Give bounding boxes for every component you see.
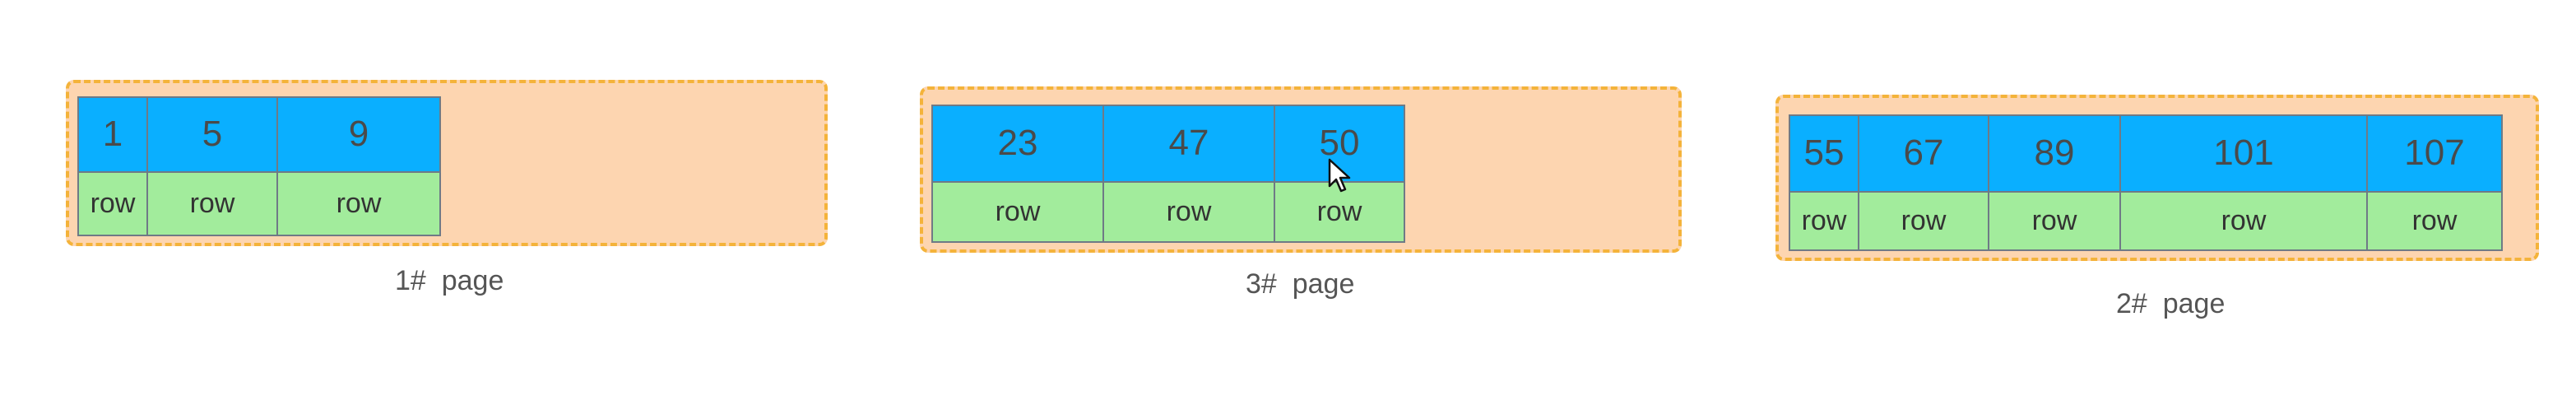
value-cell: row: [1790, 192, 1859, 249]
key-cell: 67: [1859, 116, 1989, 191]
page-2: 55 67 89 101 107 row row row row row: [1775, 95, 2539, 261]
value-cell: row: [336, 187, 382, 219]
mouse-pointer-icon: [1328, 158, 1351, 193]
value-cell: row: [2411, 204, 2458, 236]
page-2-value-row: row row row row row: [1790, 192, 2501, 249]
page-2-key-row: 55 67 89 101 107: [1790, 116, 2501, 193]
page-3-records: 23 47 50 row row row: [931, 105, 1405, 243]
page-1-value-row: row row row: [79, 172, 439, 235]
value-cell: row: [933, 182, 1104, 241]
key-cell: 1: [79, 98, 148, 171]
key-cell: 5: [148, 98, 278, 171]
value-cell: row: [79, 172, 148, 235]
key-cell: 107: [2404, 133, 2465, 174]
page-2-records: 55 67 89 101 107 row row row row row: [1789, 114, 2503, 251]
value-cell: row: [1316, 195, 1362, 227]
page-3-value-row: row row row: [933, 182, 1404, 241]
page-3-label: 3# page: [1246, 268, 1355, 300]
value-cell: row: [1989, 192, 2121, 249]
key-cell: 50: [1319, 123, 1360, 164]
page-3: 23 47 50 row row row: [920, 86, 1682, 253]
page-1: 1 5 9 row row row: [66, 80, 828, 246]
key-cell: 9: [348, 114, 369, 155]
value-cell: row: [148, 172, 278, 235]
page-3-key-row: 23 47 50: [933, 106, 1404, 183]
page-1-label: 1# page: [395, 265, 504, 296]
key-cell: 23: [933, 106, 1104, 181]
value-cell: row: [1859, 192, 1989, 249]
page-1-records: 1 5 9 row row row: [77, 96, 441, 236]
page-1-key-row: 1 5 9: [79, 98, 439, 173]
key-cell: 101: [2121, 116, 2368, 191]
key-cell: 55: [1790, 116, 1859, 191]
value-cell: row: [2121, 192, 2368, 249]
key-cell: 89: [1989, 116, 2121, 191]
value-cell: row: [1104, 182, 1275, 241]
key-cell: 47: [1104, 106, 1275, 181]
page-2-label: 2# page: [2116, 288, 2226, 319]
